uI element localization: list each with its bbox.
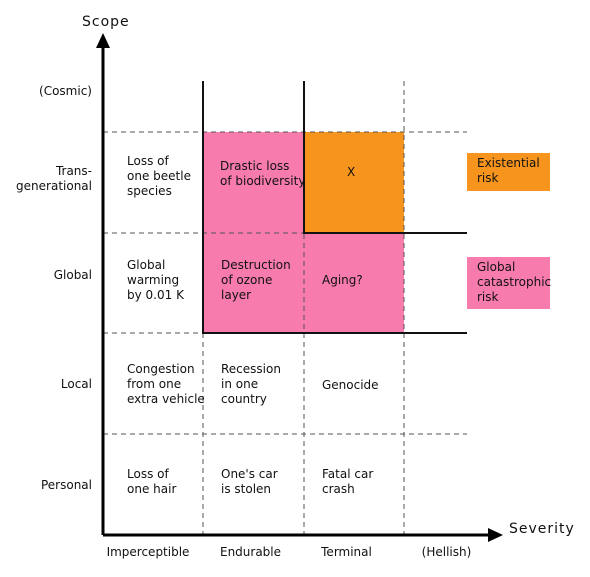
cell-personal-imperceptible: Loss of one hair <box>127 467 177 496</box>
cell-global-imperceptible: Global warming by 0.01 K <box>127 258 184 302</box>
y-axis-title: Scope <box>82 14 130 30</box>
existential-region <box>304 132 404 233</box>
legend-existential-risk: Existential risk <box>467 153 550 191</box>
column-label-imperceptible: Imperceptible <box>106 545 190 559</box>
catastrophic-region-trans-endurable <box>203 132 304 233</box>
row-label-personal: Personal <box>40 478 92 492</box>
cell-local-imperceptible: Congestion from one extra vehicle <box>127 362 205 406</box>
column-label-terminal: Terminal <box>321 545 372 559</box>
cell-local-endurable: Recession in one country <box>221 362 281 406</box>
row-label-transgenerational: Trans- generational <box>16 164 92 193</box>
boundary-lines <box>202 81 467 334</box>
cell-global-endurable: Destruction of ozone layer <box>221 258 291 302</box>
x-axis-title: Severity <box>509 521 575 537</box>
y-axis-arrowhead <box>96 33 110 48</box>
column-label-hellish: (Hellish) <box>421 545 472 559</box>
column-label-endurable: Endurable <box>219 545 282 559</box>
row-label-global: Global <box>53 268 92 282</box>
cell-personal-terminal: Fatal car crash <box>322 467 374 496</box>
legend-global-catastrophic-risk: Global catastrophic risk <box>467 257 551 309</box>
x-axis-arrowhead <box>488 528 503 542</box>
cell-trans-endurable: Drastic loss of biodiversity <box>220 159 306 188</box>
row-label-cosmic: (Cosmic) <box>39 84 92 98</box>
row-label-local: Local <box>60 377 92 391</box>
cell-local-terminal: Genocide <box>322 378 379 392</box>
cell-trans-terminal: X <box>347 165 356 179</box>
cell-global-terminal: Aging? <box>322 273 363 287</box>
cell-personal-endurable: One's car is stolen <box>221 467 278 496</box>
axes <box>101 45 490 537</box>
cell-trans-imperceptible: Loss of one beetle species <box>127 154 191 198</box>
